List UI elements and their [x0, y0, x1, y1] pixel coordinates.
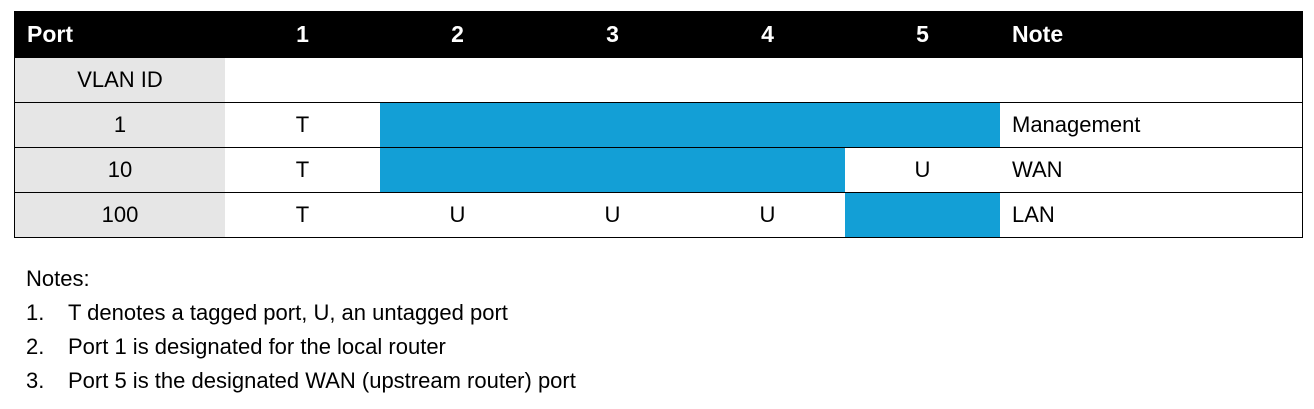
header-port-3: 3 — [606, 21, 619, 47]
port-cell: T — [295, 157, 310, 182]
port-cell: T — [295, 112, 310, 137]
header-note: Note — [1012, 21, 1064, 47]
port-cell-unassigned — [380, 103, 535, 147]
list-number: 1. — [26, 300, 45, 325]
list-text: T denotes a tagged port, U, an untagged … — [68, 300, 508, 325]
table-header-row: Port 1 2 3 4 5 Note — [15, 12, 1302, 57]
port-cell-unassigned — [380, 148, 535, 192]
vlan-port-table: Port 1 2 3 4 5 Note VLAN ID 1 T Manageme… — [14, 11, 1303, 238]
notes-title: Notes: — [26, 266, 90, 291]
port-cell-unassigned — [535, 103, 690, 147]
vlan-id-empty — [225, 58, 1302, 102]
list-text: Port 1 is designated for the local route… — [68, 334, 446, 359]
vlan-id-row: VLAN ID — [15, 57, 1302, 102]
list-item: 1. T denotes a tagged port, U, an untagg… — [26, 296, 576, 330]
header-port-1: 1 — [296, 21, 309, 47]
table-row: 10 T U WAN — [15, 147, 1302, 192]
vlan-cell: 10 — [15, 148, 225, 192]
header-port-5: 5 — [916, 21, 929, 47]
port-cell: T — [295, 202, 310, 227]
port-cell: U — [914, 157, 931, 182]
list-item: 3. Port 5 is the designated WAN (upstrea… — [26, 364, 576, 398]
port-cell-unassigned — [690, 103, 845, 147]
note-cell: Management — [1012, 112, 1141, 137]
note-cell: WAN — [1012, 157, 1063, 182]
note-cell: LAN — [1012, 202, 1055, 227]
port-cell: U — [759, 202, 776, 227]
port-cell: U — [449, 202, 466, 227]
port-cell: U — [604, 202, 621, 227]
notes-section: Notes: 1. T denotes a tagged port, U, an… — [26, 262, 576, 398]
list-number: 2. — [26, 334, 45, 359]
vlan-cell: 100 — [15, 193, 225, 237]
header-port-4: 4 — [761, 21, 774, 47]
list-number: 3. — [26, 368, 45, 393]
header-port-2: 2 — [451, 21, 464, 47]
list-text: Port 5 is the designated WAN (upstream r… — [68, 368, 576, 393]
table-row: 100 T U U U LAN — [15, 192, 1302, 237]
list-item: 2. Port 1 is designated for the local ro… — [26, 330, 576, 364]
port-cell-unassigned — [535, 148, 690, 192]
header-port: Port — [27, 21, 73, 47]
port-cell-unassigned — [845, 103, 1000, 147]
vlan-id-label: VLAN ID — [15, 58, 225, 102]
vlan-cell: 1 — [15, 103, 225, 147]
table-row: 1 T Management — [15, 102, 1302, 147]
port-cell-unassigned — [845, 193, 1000, 237]
port-cell-unassigned — [690, 148, 845, 192]
